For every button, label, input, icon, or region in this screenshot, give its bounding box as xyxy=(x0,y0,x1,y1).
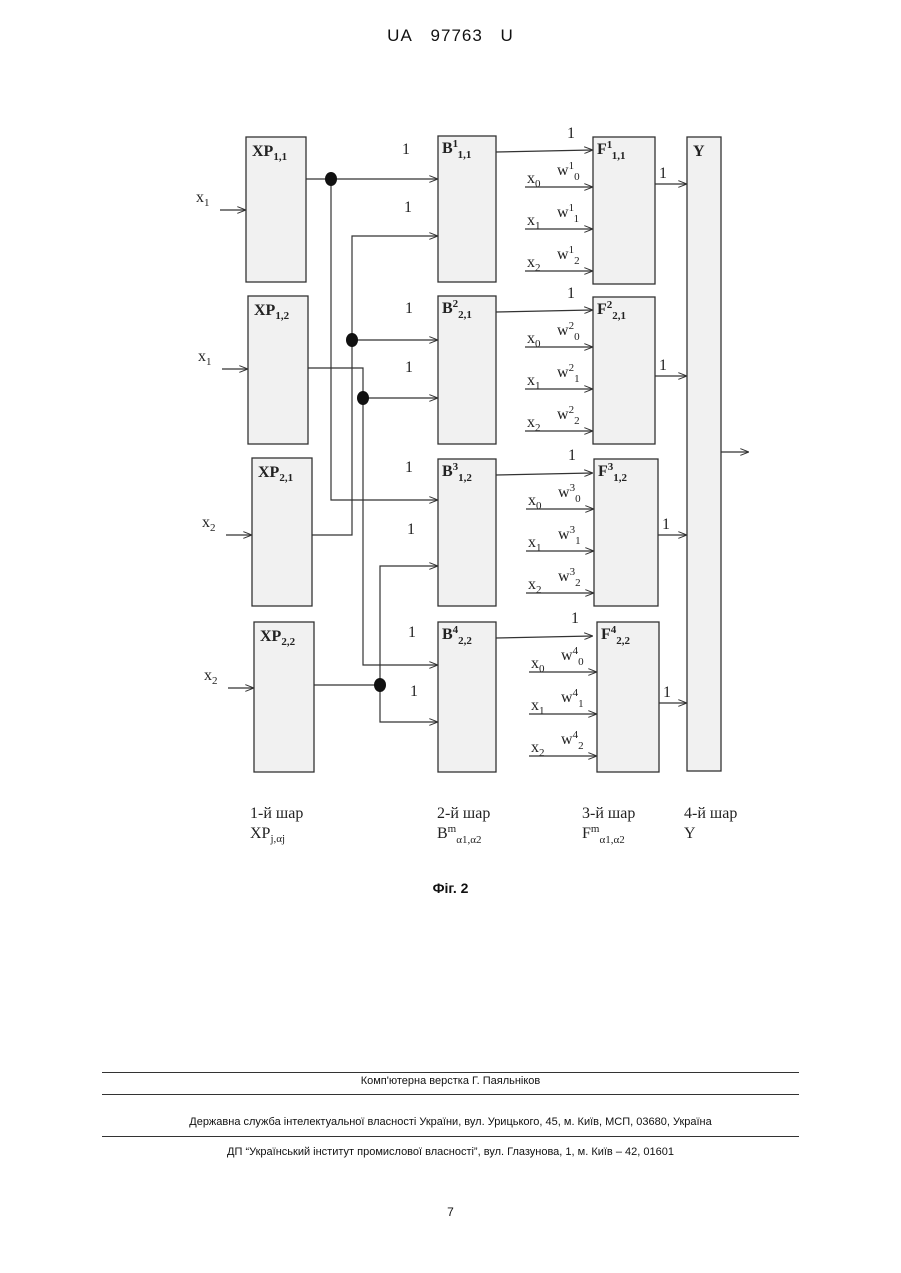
f-output-one-4: 1 xyxy=(663,684,671,701)
weight-w2-label-1: w12 xyxy=(557,244,580,267)
footer-rule-2 xyxy=(102,1094,799,1095)
b-input-one-3: 1 xyxy=(405,300,413,317)
b-input-one-1: 1 xyxy=(402,141,410,158)
f-output-one-2: 1 xyxy=(659,357,667,374)
layer-symbol-3: Fmα1,α2 xyxy=(582,823,625,846)
figure-caption: Фіг. 2 xyxy=(0,880,901,896)
weight-w1-label-1: w11 xyxy=(557,202,579,225)
f-bias-one-4: 1 xyxy=(571,610,579,627)
xp-input-label-2: x1 xyxy=(198,348,212,368)
weight-w2-label-3: w32 xyxy=(558,566,581,589)
weight-w1-label-2: w21 xyxy=(557,362,580,385)
layer-title-2: 2-й шар xyxy=(437,805,490,822)
weight-w2-label-2: w22 xyxy=(557,404,580,427)
b-to-f-arrow-4 xyxy=(496,636,592,638)
xp-input-label-3: x2 xyxy=(202,514,216,534)
weight-w0-label-3: w30 xyxy=(558,482,581,505)
b-input-one-8: 1 xyxy=(410,683,418,700)
b-input-one-7: 1 xyxy=(408,624,416,641)
network-diagram: XP1,1x1XP1,2x1XP2,1x2XP2,2x2B11,1B22,1B3… xyxy=(0,0,901,870)
b-input-one-6: 1 xyxy=(407,521,415,538)
f-output-one-1: 1 xyxy=(659,165,667,182)
junction-dot-4 xyxy=(374,678,386,692)
weight-w0-label-1: w10 xyxy=(557,160,580,183)
xp-input-label-1: x1 xyxy=(196,189,210,209)
junction-dot-3 xyxy=(357,391,369,405)
weight-w2-label-4: w42 xyxy=(561,729,584,752)
wire-xp12-b4 xyxy=(308,368,437,665)
weight-w0-label-4: w40 xyxy=(561,645,584,668)
weight-w1-label-3: w31 xyxy=(558,524,581,547)
layer-symbol-1: XPj,αj xyxy=(250,825,285,845)
footer-institute: ДП “Український інститут промислової вла… xyxy=(0,1146,901,1158)
f-bias-one-2: 1 xyxy=(567,285,575,302)
f-bias-one-1: 1 xyxy=(567,125,575,142)
wire-xp22-b3 xyxy=(314,566,437,685)
layer-title-3: 3-й шар xyxy=(582,805,635,822)
layer-symbol-2: Bmα1,α2 xyxy=(437,823,482,846)
b-to-f-arrow-2 xyxy=(496,310,592,312)
f-bias-one-3: 1 xyxy=(568,447,576,464)
b-input-one-5: 1 xyxy=(405,459,413,476)
junction-dot-2 xyxy=(346,333,358,347)
weight-w0-label-2: w20 xyxy=(557,320,580,343)
y-block-label: Y xyxy=(693,143,705,160)
xp-input-label-4: x2 xyxy=(204,667,218,687)
layer-title-4: 4-й шар xyxy=(684,805,737,822)
b-to-f-arrow-3 xyxy=(496,473,592,475)
junction-dot-1 xyxy=(325,172,337,186)
footer-layout-credit: Комп'ютерна верстка Г. Паяльніков xyxy=(0,1075,901,1087)
weight-w1-label-4: w41 xyxy=(561,687,584,710)
f-output-one-3: 1 xyxy=(662,516,670,533)
footer-rule-3 xyxy=(102,1136,799,1137)
layer-symbol-4: Y xyxy=(684,825,696,842)
y-block xyxy=(687,137,721,771)
page-number: 7 xyxy=(0,1205,901,1219)
b-input-one-4: 1 xyxy=(405,359,413,376)
wire-xp22-b4 xyxy=(380,685,437,722)
footer-office: Державна служба інтелектуальної власност… xyxy=(0,1116,901,1128)
b-input-one-2: 1 xyxy=(404,199,412,216)
b-to-f-arrow-1 xyxy=(496,150,592,152)
layer-title-1: 1-й шар xyxy=(250,805,303,822)
footer-rule-top xyxy=(102,1072,799,1073)
